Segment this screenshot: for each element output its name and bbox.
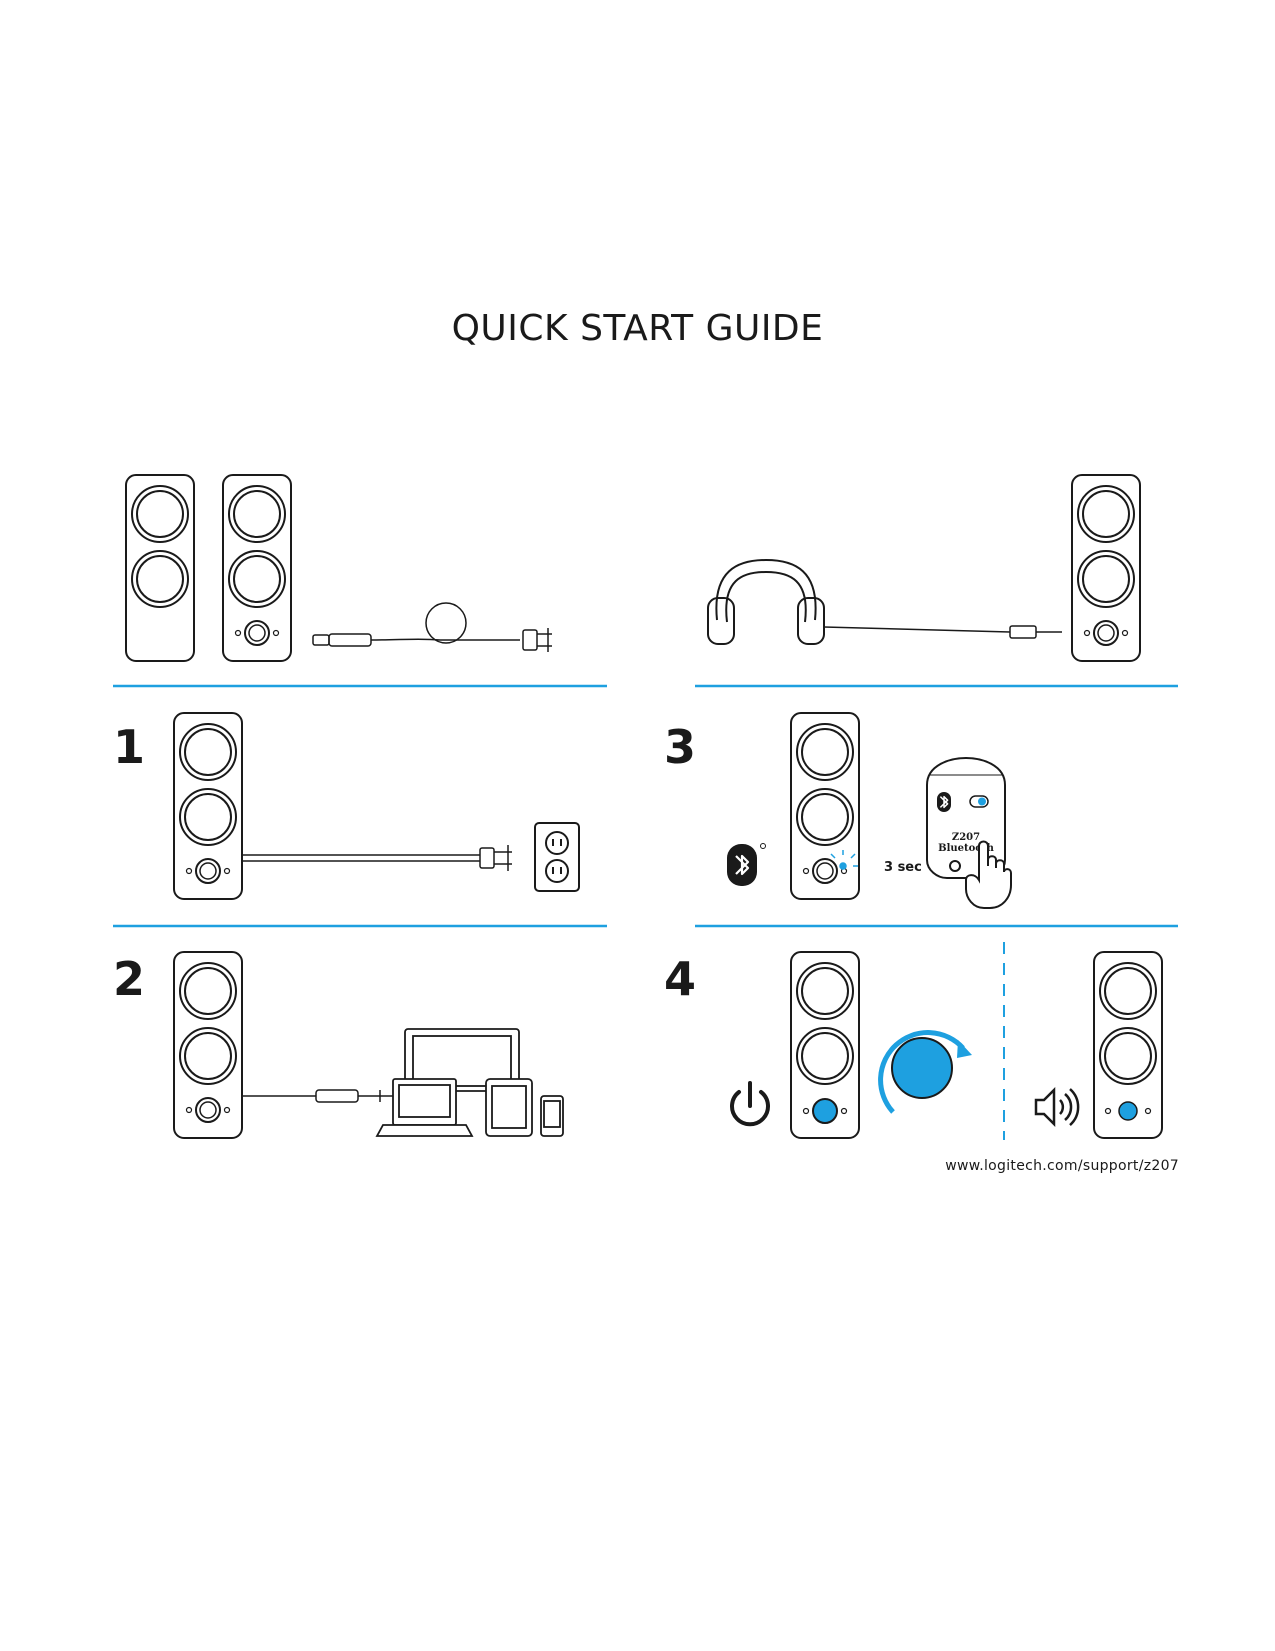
speaker-headphone (1072, 475, 1140, 661)
phone-icon (926, 756, 1006, 879)
power-cable (312, 602, 552, 652)
phone-label-bluetooth: Bluetooth (938, 843, 994, 854)
page-title: QUICK START GUIDE (451, 308, 824, 349)
step-number-1: 1 (113, 720, 146, 774)
headphones-icon (707, 558, 825, 645)
bluetooth-icon (727, 843, 766, 886)
box-contents (125, 474, 552, 662)
devices-icon (375, 1078, 564, 1137)
toggle-icon (969, 795, 989, 808)
step-number-2: 2 (113, 952, 146, 1006)
speaker-right (223, 475, 291, 661)
pairing-button-glow (830, 850, 858, 870)
hold-time-label: 3 sec (884, 860, 922, 875)
speaker-left (125, 474, 195, 662)
headphone-setup (707, 475, 1140, 661)
power-icon (730, 1081, 770, 1127)
phone-label-model: Z207 (952, 832, 980, 843)
support-url[interactable]: www.logitech.com/support/z207 (945, 1158, 1179, 1174)
step2-illustration (174, 952, 564, 1138)
wall-outlet (534, 822, 580, 892)
laptop-icon (404, 1028, 520, 1092)
step-number-3: 3 (664, 720, 697, 774)
phone-bluetooth-icon (937, 792, 951, 812)
step4-illustration (730, 942, 1163, 1140)
step1-illustration (174, 713, 580, 899)
volume-knob-icon (878, 1030, 972, 1114)
step3-illustration: Z207 Bluetooth 3 sec (727, 713, 1012, 909)
step-number-4: 4 (664, 952, 697, 1006)
speaker-volume-icon (1034, 1086, 1080, 1128)
tap-hand-icon (965, 840, 1012, 909)
